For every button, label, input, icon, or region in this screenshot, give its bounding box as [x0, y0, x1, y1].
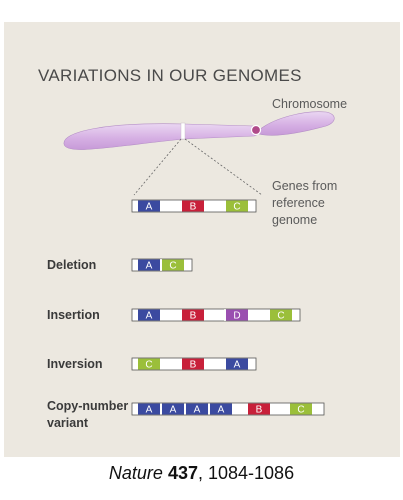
- gene-strip-reference: A B C: [131, 199, 257, 213]
- gene-segment-a: [186, 403, 208, 415]
- journal-pages: , 1084-1086: [198, 463, 295, 483]
- gene-letter-a: A: [234, 360, 241, 371]
- gene-letter-c: C: [169, 261, 176, 272]
- figure-title: VARIATIONS IN OUR GENOMES: [38, 66, 302, 85]
- gene-segment-c: [138, 358, 160, 370]
- gene-letter-a: A: [146, 261, 153, 272]
- gene-segment-a: [162, 403, 184, 415]
- gene-segment-b: [182, 200, 204, 212]
- gene-letter-c: C: [233, 202, 240, 213]
- gene-segment-a: [138, 403, 160, 415]
- gene-letter-a: A: [146, 405, 153, 416]
- journal-name: Nature: [108, 463, 163, 483]
- gene-segment-a: [138, 259, 160, 271]
- gene-letter-b: B: [190, 360, 197, 371]
- gene-segment-a: [226, 358, 248, 370]
- journal-volume: 437: [167, 463, 198, 483]
- copy-number-label-line: variant: [47, 416, 88, 430]
- gene-letter-c: C: [297, 405, 304, 416]
- inversion-label: Inversion: [47, 357, 103, 371]
- insertion-label: Insertion: [47, 308, 100, 322]
- gene-segment-c: [270, 309, 292, 321]
- gene-segment-b: [182, 358, 204, 370]
- gene-letter-d: D: [233, 311, 240, 322]
- copy-number-label-line: Copy-number: [47, 399, 129, 413]
- gene-segment-a: [138, 200, 160, 212]
- copy-number-variant-label: Copy-number variant: [47, 398, 128, 432]
- gene-segment-b: [248, 403, 270, 415]
- chromosome-short-arm: [258, 111, 335, 136]
- gene-segment-c: [290, 403, 312, 415]
- gene-letter-b: B: [190, 202, 197, 213]
- deletion-label: Deletion: [47, 258, 97, 272]
- gene-segment-d: [226, 309, 248, 321]
- gene-letter-c: C: [277, 311, 284, 322]
- gene-segment-c: [162, 259, 184, 271]
- gene-letter-a: A: [146, 202, 153, 213]
- gene-letter-b: B: [256, 405, 263, 416]
- gene-letter-a: A: [146, 311, 153, 322]
- reference-label-line: Genes from: [272, 179, 338, 193]
- chromosome-label: Chromosome: [272, 97, 348, 111]
- gene-strip-outline: [131, 308, 301, 322]
- gene-letter-c: C: [145, 360, 152, 371]
- gene-segment-c: [226, 200, 248, 212]
- zoom-line-right: [184, 138, 263, 196]
- chromosome-gene-region: [180, 122, 186, 140]
- zoom-line-left: [133, 138, 182, 196]
- gene-segment-a: [138, 309, 160, 321]
- chromosome-long-arm: [63, 123, 259, 150]
- reference-label-line: genome: [272, 213, 318, 227]
- centromere: [250, 124, 262, 136]
- reference-label-line: reference: [272, 196, 325, 210]
- gene-letter-a: A: [218, 405, 225, 416]
- reference-genome-label: Genes from reference genome: [272, 178, 337, 229]
- citation-caption: Nature 437, 1084-1086: [0, 463, 403, 484]
- gene-letter-a: A: [194, 405, 201, 416]
- gene-segment-a: [210, 403, 232, 415]
- gene-segment-b: [182, 309, 204, 321]
- gene-letter-a: A: [170, 405, 177, 416]
- gene-letter-b: B: [190, 311, 197, 322]
